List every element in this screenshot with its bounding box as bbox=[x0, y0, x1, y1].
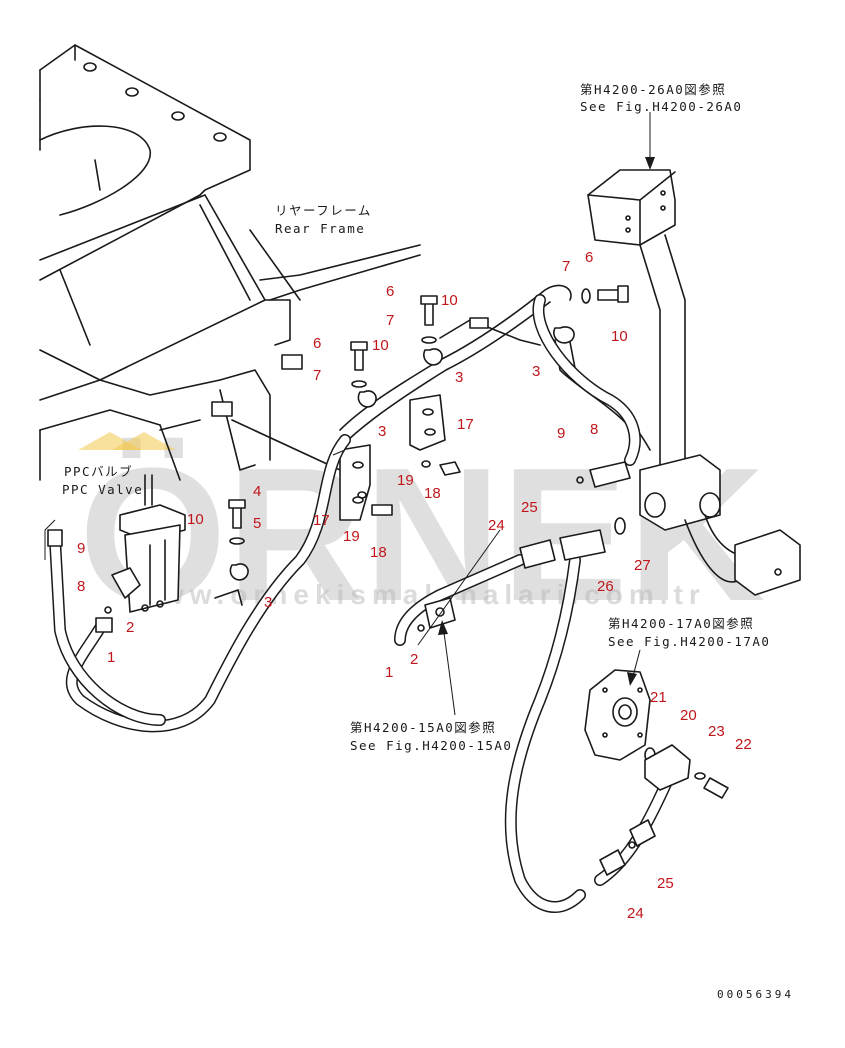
callout-17: 17 bbox=[313, 512, 330, 529]
ppc-valve bbox=[111, 474, 186, 613]
callout-25: 25 bbox=[657, 875, 674, 892]
ref-26-label-jp: 第H4200-26A0図参照 bbox=[580, 82, 726, 97]
clamps-bolts bbox=[214, 285, 629, 606]
callout-3: 3 bbox=[378, 423, 386, 440]
callout-3: 3 bbox=[264, 594, 272, 611]
callout-8: 8 bbox=[77, 578, 85, 595]
document-number: 00056394 bbox=[717, 988, 794, 1001]
ref-15-label-en: See Fig.H4200-15A0 bbox=[350, 738, 512, 753]
rear-frame-label-en: Rear Frame bbox=[275, 221, 365, 236]
callout-18: 18 bbox=[370, 544, 387, 561]
callout-22: 22 bbox=[735, 736, 752, 753]
callout-26: 26 bbox=[597, 578, 614, 595]
callout-2: 2 bbox=[126, 619, 134, 636]
leader-lines bbox=[44, 112, 655, 716]
callout-23: 23 bbox=[708, 723, 725, 740]
callout-21: 21 bbox=[650, 689, 667, 706]
callout-17: 17 bbox=[457, 416, 474, 433]
callout-3: 3 bbox=[455, 369, 463, 386]
callout-2: 2 bbox=[410, 651, 418, 668]
callout-27: 27 bbox=[634, 557, 651, 574]
callout-7: 7 bbox=[562, 258, 570, 275]
callout-3: 3 bbox=[532, 363, 540, 380]
callout-6: 6 bbox=[386, 283, 394, 300]
callout-20: 20 bbox=[680, 707, 697, 724]
callout-10: 10 bbox=[441, 292, 458, 309]
callout-10: 10 bbox=[611, 328, 628, 345]
callout-6: 6 bbox=[313, 335, 321, 352]
callout-8: 8 bbox=[590, 421, 598, 438]
callout-24: 24 bbox=[488, 517, 505, 534]
rear-frame-label-jp: リヤーフレーム bbox=[275, 203, 372, 218]
callout-19: 19 bbox=[343, 528, 360, 545]
pump-assembly bbox=[584, 669, 729, 799]
callout-4: 4 bbox=[253, 483, 261, 500]
callout-1: 1 bbox=[385, 664, 393, 681]
callout-19: 19 bbox=[397, 472, 414, 489]
callout-numbers: 6 10 7 3 6 10 7 3 17 19 18 17 19 18 7 6 … bbox=[77, 249, 752, 922]
callout-10: 10 bbox=[372, 337, 389, 354]
callout-6: 6 bbox=[585, 249, 593, 266]
ppc-valve-label-en: PPC Valve bbox=[62, 482, 143, 497]
brackets bbox=[339, 394, 446, 521]
callout-5: 5 bbox=[253, 515, 261, 532]
callout-7: 7 bbox=[313, 367, 321, 384]
ref-17-label-en: See Fig.H4200-17A0 bbox=[608, 634, 770, 649]
callout-9: 9 bbox=[557, 425, 565, 442]
callout-25: 25 bbox=[521, 499, 538, 516]
annotation-labels: リヤーフレーム Rear Frame PPCバルブ PPC Valve 第H42… bbox=[62, 82, 770, 753]
callout-10: 10 bbox=[187, 511, 204, 528]
ref-26-label-en: See Fig.H4200-26A0 bbox=[580, 99, 742, 114]
callout-24: 24 bbox=[627, 905, 644, 922]
ref-17-label-jp: 第H4200-17A0図参照 bbox=[608, 616, 754, 631]
ref-15-label-jp: 第H4200-15A0図参照 bbox=[350, 720, 496, 735]
callout-7: 7 bbox=[386, 312, 394, 329]
center-tube bbox=[339, 284, 651, 451]
watermark-accent-right bbox=[112, 432, 176, 450]
callout-1: 1 bbox=[107, 649, 115, 666]
rear-frame bbox=[39, 44, 421, 481]
fittings bbox=[47, 461, 656, 876]
ppc-valve-label-jp: PPCバルブ bbox=[64, 464, 133, 479]
callout-9: 9 bbox=[77, 540, 85, 557]
upper-pipe-assembly bbox=[587, 169, 801, 596]
callout-18: 18 bbox=[424, 485, 441, 502]
